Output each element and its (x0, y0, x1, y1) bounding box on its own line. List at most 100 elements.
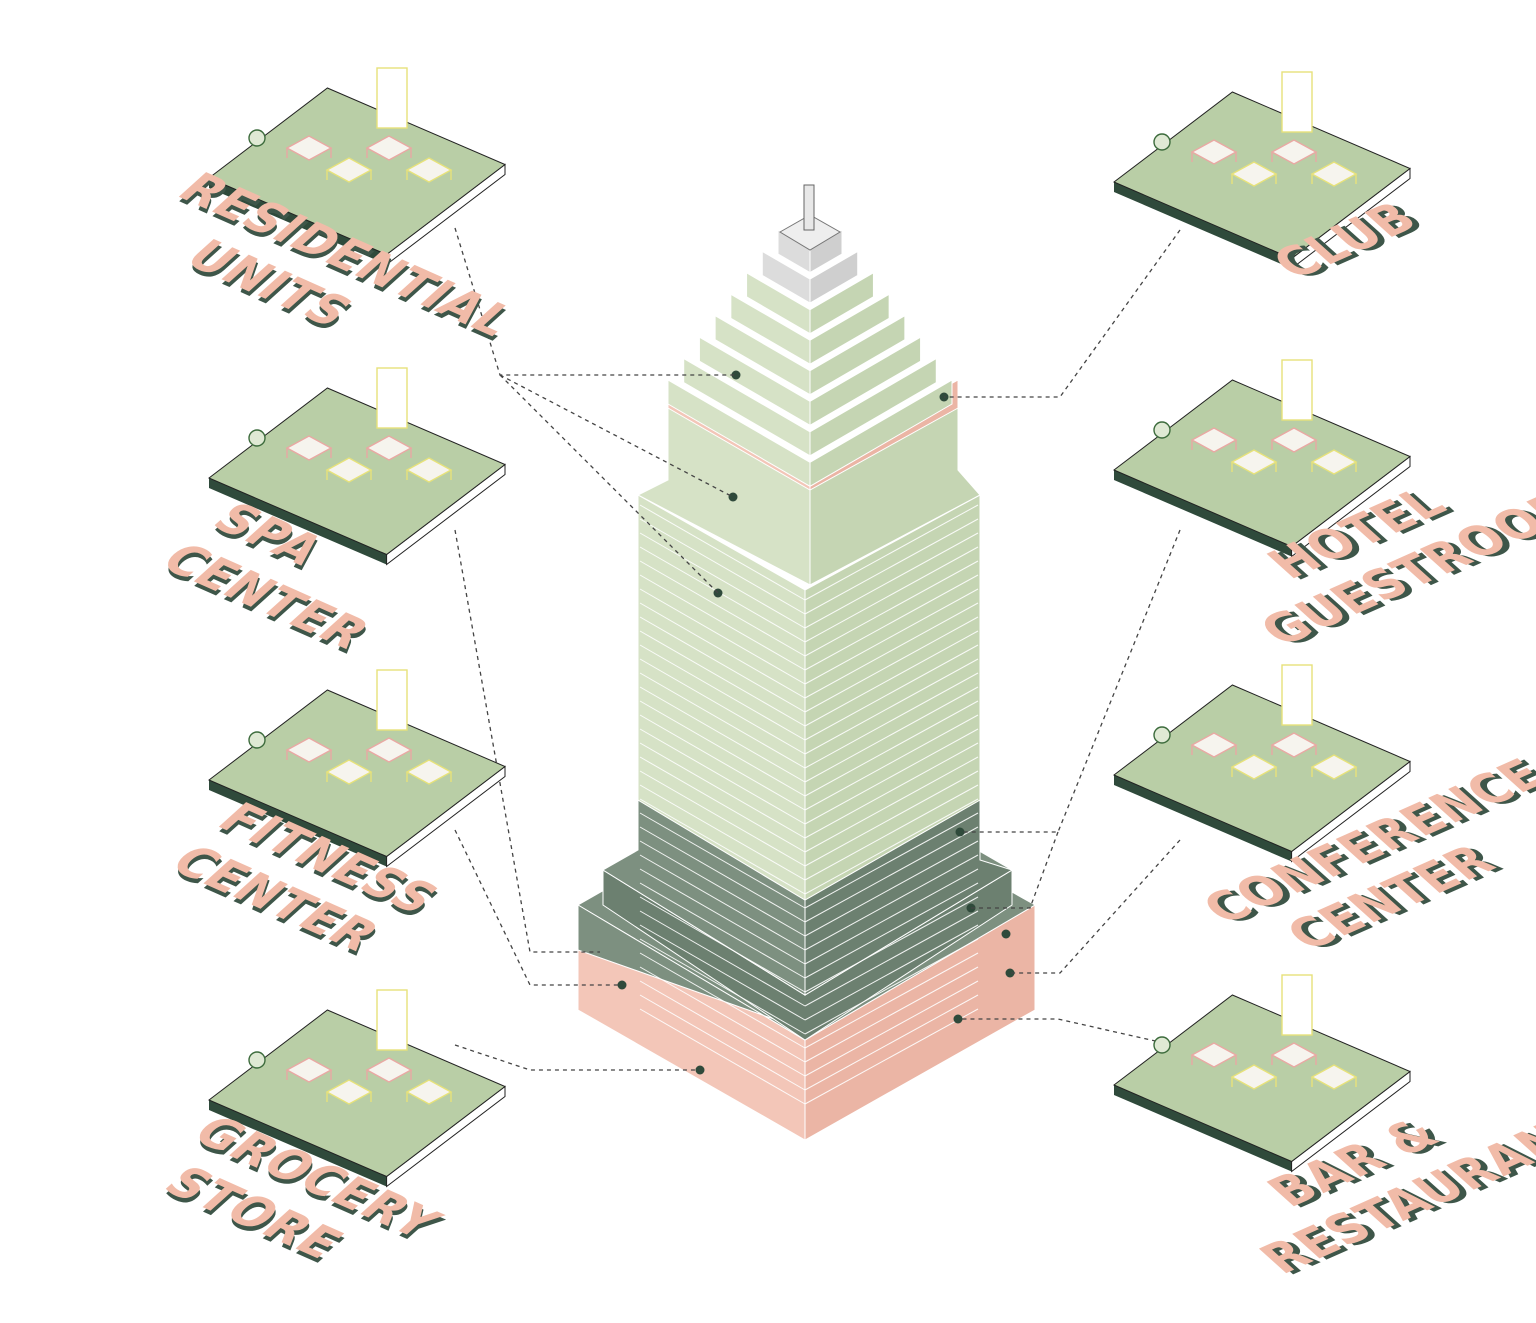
tower (577, 184, 1037, 1141)
platform-edge-left (1114, 775, 1292, 862)
furniture-cabinet (376, 367, 408, 429)
floor-line (804, 798, 979, 895)
crown-step-right (809, 336, 922, 427)
floor-line (639, 980, 806, 1077)
furniture-cabinet (1281, 71, 1313, 133)
furniture-fitness (248, 669, 453, 785)
platform-grocery (208, 989, 506, 1188)
floor-line (639, 994, 806, 1091)
platform-edge-left (209, 478, 387, 565)
connection-dot (728, 492, 738, 502)
floor-line (804, 644, 979, 741)
floor-line (804, 504, 979, 601)
connection-dot (713, 588, 723, 598)
floor-line (639, 602, 806, 699)
floor-line (804, 994, 979, 1091)
floor-line (804, 616, 979, 713)
floor-line (639, 882, 806, 979)
leader-line (454, 829, 622, 986)
plant-icon (248, 429, 266, 447)
floor-line (804, 686, 979, 783)
floor-line (804, 812, 979, 909)
floor-line (639, 770, 806, 867)
crown-step-right (809, 271, 874, 335)
floor-line (804, 602, 979, 699)
leader-line (454, 529, 600, 953)
program-platforms (208, 67, 1411, 1188)
floor-line (804, 938, 979, 1035)
floor-line (804, 924, 979, 1021)
floor-line (639, 630, 806, 727)
floor-line (639, 672, 806, 769)
platform-edge-left (1114, 470, 1292, 557)
leader-lines (454, 227, 1196, 1071)
furniture-spa (248, 367, 453, 483)
platform-residential (208, 67, 506, 266)
floor-line (804, 700, 979, 797)
floor-line (639, 546, 806, 643)
crown-step-right (809, 250, 859, 304)
furniture-residential (248, 67, 453, 183)
floor-line (639, 854, 806, 951)
crown-step-right (809, 357, 937, 457)
crown-step-right (809, 379, 953, 488)
plant-icon (1153, 726, 1171, 744)
furniture-grocery (248, 989, 453, 1105)
platform-edge-left (209, 780, 387, 867)
floor-line (804, 1008, 979, 1105)
connection-dot (1001, 929, 1011, 939)
tower-crown (667, 214, 953, 488)
floor-line (804, 868, 979, 965)
floor-line (639, 924, 806, 1021)
floor-line (804, 672, 979, 769)
leader-line (971, 831, 1059, 909)
crown-step-right (809, 314, 906, 396)
floor-line (639, 1008, 806, 1105)
floor-line (639, 952, 806, 1049)
furniture-bar (1153, 974, 1358, 1090)
floor-line (639, 644, 806, 741)
connection-dot (1005, 968, 1015, 978)
floor-line (804, 560, 979, 657)
platform-bar (1113, 974, 1411, 1173)
leader-line (499, 374, 734, 498)
floor-line (639, 518, 806, 615)
floor-line (804, 910, 979, 1007)
platform-fitness (208, 669, 506, 868)
furniture-conference (1153, 664, 1358, 780)
furniture-cabinet (376, 989, 408, 1051)
furniture-hotel (1153, 359, 1358, 475)
floor-line (639, 504, 806, 601)
connection-dot (731, 370, 741, 380)
platform-conference (1113, 664, 1411, 863)
platform-edge-left (209, 178, 387, 265)
plant-icon (248, 731, 266, 749)
furniture-cabinet (1281, 359, 1313, 421)
floor-line (639, 616, 806, 713)
plant-icon (248, 1051, 266, 1069)
leader-line (499, 374, 719, 594)
floor-line (639, 910, 806, 1007)
floor-line (639, 658, 806, 755)
leader-line (1010, 839, 1181, 974)
connection-dot (955, 827, 965, 837)
platform-edge-left (1114, 1085, 1292, 1172)
floor-line (804, 952, 979, 1049)
furniture-club (1153, 71, 1358, 187)
floor-line (804, 826, 979, 923)
platform-hotel (1113, 359, 1411, 558)
platform-club (1113, 71, 1411, 270)
tower-spire (803, 184, 815, 231)
plant-icon (1153, 1036, 1171, 1054)
leader-line (454, 1044, 700, 1071)
floor-line (804, 532, 979, 629)
floor-line (639, 588, 806, 685)
floor-line (639, 896, 806, 993)
furniture-cabinet (1281, 664, 1313, 726)
furniture-cabinet (376, 669, 408, 731)
floor-line (639, 700, 806, 797)
platform-spa (208, 367, 506, 566)
floor-line (804, 546, 979, 643)
floor-line (639, 966, 806, 1063)
